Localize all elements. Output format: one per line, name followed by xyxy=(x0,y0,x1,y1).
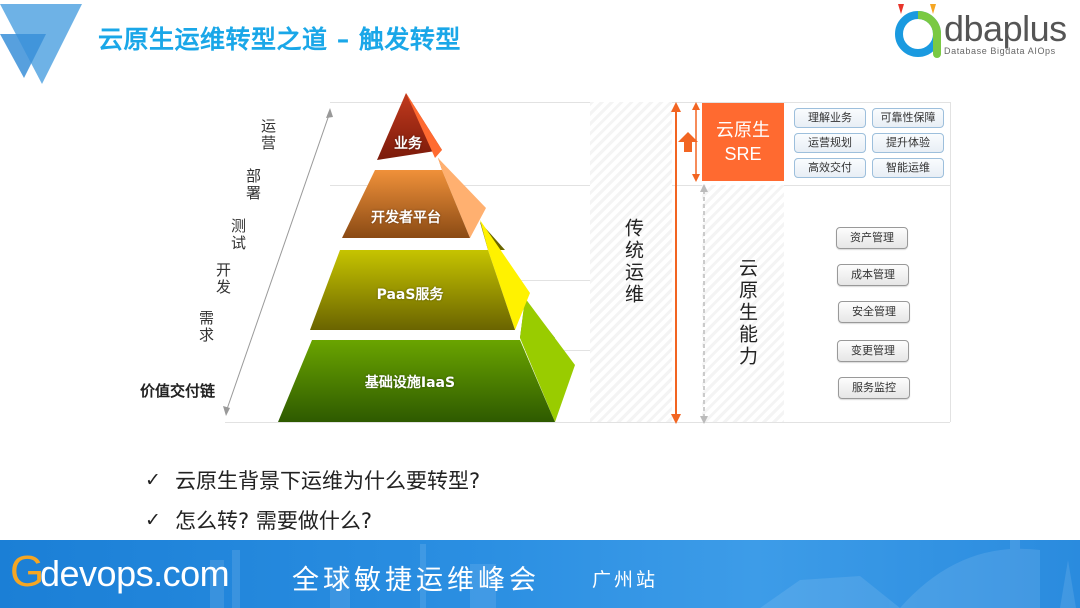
cloud-native-column xyxy=(702,185,784,422)
check-icon: ✓ xyxy=(145,469,161,491)
stage-label: 测试 xyxy=(229,218,247,252)
page-title: 云原生运维转型之道 – 触发转型 xyxy=(98,25,461,54)
ops-transformation-diagram: 运营 部署 测试 开发 需求 价值交付链 业务 开发者平台 PaaS服务 基础设… xyxy=(130,90,960,430)
bullet-text: 怎么转? 需要做什么? xyxy=(175,509,372,533)
sre-item: 智能运维 xyxy=(872,158,944,178)
brand-name: dbaplus xyxy=(944,8,1067,49)
sre-item: 可靠性保障 xyxy=(872,108,944,128)
sre-line2: SRE xyxy=(724,144,762,164)
cloud-native-capability-label: 云原生能力 xyxy=(736,258,758,368)
gdevops-g-logo: G xyxy=(10,547,45,596)
stage-label: 开发 xyxy=(214,262,232,296)
capability-item: 变更管理 xyxy=(837,340,909,362)
dbaplus-logo: dbaplus Database Bigdata AIOps xyxy=(882,2,1072,62)
up-arrow-icon xyxy=(678,132,698,152)
traditional-ops-label: 传统运维 xyxy=(622,218,644,306)
bullet-text: 云原生背景下运维为什么要转型? xyxy=(175,469,481,493)
event-station: 广州站 xyxy=(592,569,659,591)
footer-banner: G devops.com 全球敏捷运维峰会 广州站 xyxy=(0,540,1080,608)
capability-item: 服务监控 xyxy=(838,377,910,399)
sre-item: 高效交付 xyxy=(794,158,866,178)
event-name: 全球敏捷运维峰会 xyxy=(292,565,540,596)
check-icon: ✓ xyxy=(145,509,161,531)
bullet-item: ✓ 云原生背景下运维为什么要转型? xyxy=(145,460,480,500)
gdevops-domain: devops.com xyxy=(40,553,230,594)
pyramid-layer-label: 开发者平台 xyxy=(371,210,441,226)
diagram-border xyxy=(950,102,951,422)
range-arrows xyxy=(671,102,708,424)
traditional-ops-column xyxy=(590,102,672,422)
stage-label: 部署 xyxy=(244,168,262,202)
sre-item: 提升体验 xyxy=(872,133,944,153)
pyramid-layer-label: 业务 xyxy=(394,136,422,152)
value-chain-label: 价值交付链 xyxy=(140,382,216,400)
stage-label: 需求 xyxy=(197,310,215,344)
capability-item: 安全管理 xyxy=(838,301,910,323)
capability-item: 资产管理 xyxy=(836,227,908,249)
pyramid-layer-label: PaaS服务 xyxy=(376,287,444,303)
bullet-item: ✓ 怎么转? 需要做什么? xyxy=(145,500,480,540)
sre-item: 理解业务 xyxy=(794,108,866,128)
bullet-list: ✓ 云原生背景下运维为什么要转型? ✓ 怎么转? 需要做什么? xyxy=(145,460,480,540)
grid-line xyxy=(225,422,950,423)
sre-line1: 云原生 xyxy=(716,120,770,140)
triangle-logo-icon xyxy=(0,4,82,84)
brand-tagline: Database Bigdata AIOps xyxy=(944,46,1056,56)
city-skyline-decoration xyxy=(210,540,1076,608)
value-chain-arrow-icon xyxy=(223,108,333,416)
pyramid-diagram xyxy=(278,93,575,422)
stage-label: 运营 xyxy=(259,118,277,152)
capability-item: 成本管理 xyxy=(837,264,909,286)
cloud-native-sre-box: 云原生 SRE xyxy=(702,103,784,181)
pyramid-layer-label: 基础设施IaaS xyxy=(364,375,456,391)
dbaplus-a-icon xyxy=(895,4,941,58)
sre-item: 运营规划 xyxy=(794,133,866,153)
